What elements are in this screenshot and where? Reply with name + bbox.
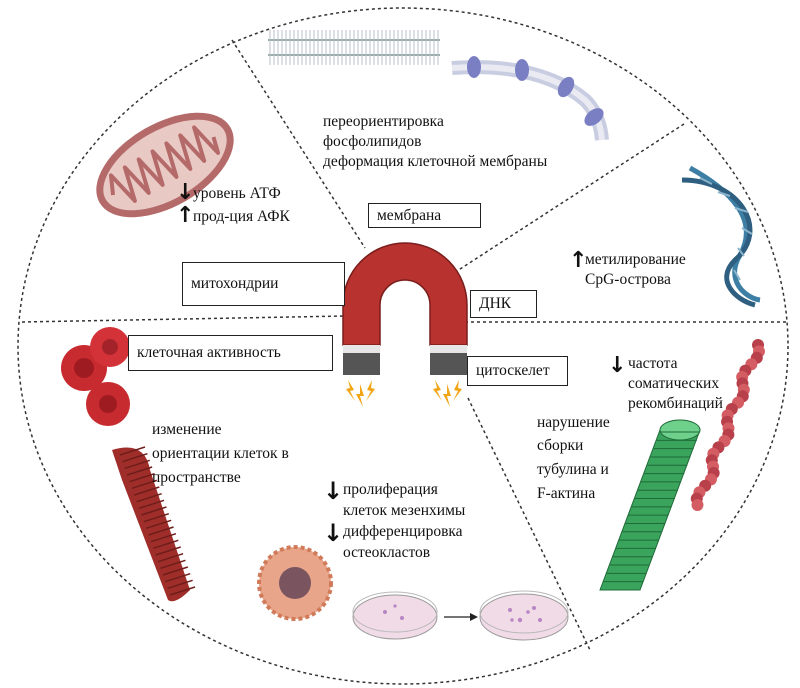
magnet-icon <box>342 242 468 407</box>
membrane-line-3: деформация клеточной мембраны <box>323 153 548 170</box>
cyto-effect-line-1: частота <box>628 355 678 372</box>
cyto-line-2: сборки <box>537 437 584 454</box>
membrane-line-2: фосфолипидов <box>323 133 422 150</box>
cyto-effect-line-2: соматических <box>628 375 720 392</box>
osteoclast-cell-icon <box>257 545 333 621</box>
microtubule-icon <box>599 419 701 591</box>
mito-effect-1: уровень АТФ <box>193 185 281 202</box>
dna-effect-line-1: метилирование <box>585 251 686 268</box>
outer-circle <box>17 7 789 685</box>
cyto-line-1: нарушение <box>537 414 610 431</box>
mito-effect-2: прод-ция АФК <box>193 208 290 225</box>
sector-dividers <box>21 39 786 651</box>
cell-activity-label: клеточная активность <box>128 335 333 371</box>
cyto-line-4: F-актина <box>537 485 596 502</box>
mitochondria-label: митохондрии <box>182 262 345 306</box>
mitochondrion-icon <box>96 112 234 218</box>
arrow-up-icon: ↑ <box>569 248 588 273</box>
dna-effect-line-2: CpG-острова <box>585 271 671 288</box>
cell-effect-2-line-1: дифференцировка <box>343 523 463 540</box>
cell-activity-line-3: пространстве <box>152 469 241 486</box>
cyto-line-3: тубулина и <box>537 461 609 478</box>
membrane-label: мембрана <box>368 203 481 228</box>
arrow-up-icon: ↑ <box>176 203 195 228</box>
dna-label: ДНК <box>470 290 537 318</box>
petri-dish-icon <box>352 590 569 641</box>
membrane-line-1: переориентировка <box>323 113 444 130</box>
red-blood-cells-icon <box>61 327 130 426</box>
arrow-down-icon: ↓ <box>323 519 344 547</box>
arrow-down-icon: ↓ <box>608 353 627 378</box>
arrow-down-icon: ↓ <box>176 180 195 205</box>
phospholipid-bilayer-icon <box>268 30 440 65</box>
cell-effect-1-line-1: пролиферация <box>343 481 438 498</box>
muscle-fiber-icon <box>112 446 196 602</box>
cell-effect-1-line-2: клеток мезенхимы <box>343 502 466 519</box>
actin-filament-icon <box>690 339 765 511</box>
dna-helix-icon <box>681 165 761 308</box>
cytoskeleton-label: цитоскелет <box>467 356 568 386</box>
membrane-protein-icon <box>451 56 609 141</box>
cyto-effect-line-3: рекомбинаций <box>628 395 723 412</box>
arrow-down-icon: ↓ <box>323 477 344 505</box>
cell-effect-2-line-2: остеокластов <box>343 544 431 561</box>
cell-activity-line-1: изменение <box>152 421 222 438</box>
cell-activity-line-2: ориентации клеток в <box>152 445 289 462</box>
